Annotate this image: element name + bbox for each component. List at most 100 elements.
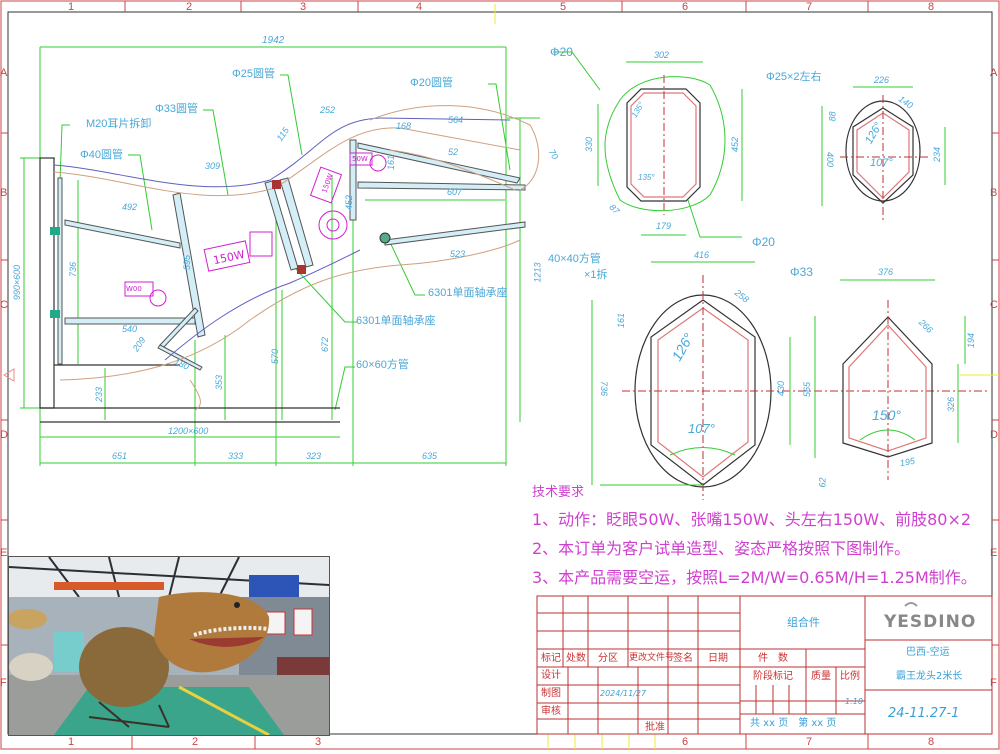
zone-col-2: 2 (186, 1, 193, 13)
tb-sheets: 共 xx 页 第 xx 页 (750, 718, 837, 729)
zone-col-4: 4 (416, 1, 423, 13)
tb-part-name: 组合件 (787, 616, 820, 629)
dim-990x600: 990×600 (12, 264, 23, 301)
tb-header-date: 日期 (708, 653, 728, 664)
s1-width-bottom: 179 (656, 221, 672, 231)
motor-limb-label: W00 (126, 285, 142, 293)
dim-168: 168 (396, 121, 412, 131)
label-bearing-lower: 6301单面轴承座 (356, 315, 436, 327)
dim-564: 564 (448, 115, 464, 125)
zone-row-f: F (0, 677, 7, 689)
dim-overall-length: 1942 (262, 35, 285, 46)
dim-452: 452 (344, 194, 355, 211)
s2-angle-bottom: 107° (870, 157, 893, 169)
label-tube-25: Φ25圆管 (232, 68, 276, 80)
s2-height: 400 (825, 151, 836, 168)
label-m20: M20耳片拆卸 (86, 118, 152, 130)
dim-492: 492 (122, 202, 138, 212)
zone-row-a: A (0, 67, 8, 79)
s2-side: 234 (932, 146, 943, 163)
s4-top: 194 (966, 332, 977, 349)
zone-col-1-bottom: 1 (68, 736, 75, 748)
tb-drawing-number: 24-11.27-1 (888, 706, 960, 721)
s4-tube: Φ33 (790, 265, 813, 279)
s1-angle-bottom: 135° (638, 173, 655, 182)
label-tube-33: Φ33圆管 (155, 103, 199, 115)
s4-width: 376 (878, 267, 894, 277)
dim-base-333: 333 (228, 451, 244, 461)
label-square-tube: 60×60方管 (356, 359, 409, 371)
dim-607: 607 (447, 187, 463, 197)
s1-tube-bottom: Φ20 (752, 235, 775, 249)
s3-angle-bottom: 107° (688, 421, 715, 436)
label-bearing-upper: 6301单面轴承座 (428, 287, 508, 299)
label-tube-40: Φ40圆管 (80, 149, 124, 161)
s2-width: 226 (874, 75, 890, 85)
zone-row-b: B (0, 187, 8, 199)
tb-role-review: 审核 (541, 706, 561, 717)
yesdino-logo: YESDINO (884, 612, 977, 632)
zone-col-3: 3 (300, 1, 307, 13)
zone-col-8-bottom: 8 (928, 736, 935, 748)
zone-col-1: 1 (68, 1, 75, 13)
s2-tube: Φ25×2左右 (766, 71, 822, 83)
zone-row-c: C (0, 299, 8, 311)
zone-col-8: 8 (928, 1, 935, 13)
zone-row-d-right: D (990, 429, 998, 441)
tb-header-zone: 分区 (598, 653, 618, 664)
dim-base-323: 323 (306, 451, 322, 461)
trex-photo-illustration (9, 557, 329, 735)
dim-base-651: 651 (112, 451, 128, 461)
s2-top: 88 (827, 111, 838, 122)
zone-row-d: D (0, 429, 8, 441)
tb-project-line-1: 巴西-空运 (906, 647, 950, 658)
s4-side: 326 (946, 396, 957, 413)
zone-row-a-right: A (990, 67, 998, 79)
dim-540: 540 (122, 324, 138, 334)
dim-570: 570 (270, 348, 281, 365)
tb-header-count: 处数 (566, 653, 586, 664)
s3-height: 736 (599, 380, 610, 397)
dim-52: 52 (448, 147, 459, 157)
tb-approve: 批准 (645, 722, 665, 733)
animatronic-trex-photo (8, 556, 330, 736)
zone-row-b-right: B (990, 187, 998, 199)
dim-309: 309 (205, 161, 221, 171)
requirements-title: 技术要求 (532, 485, 585, 500)
zone-col-7: 7 (806, 1, 813, 13)
tb-mass-label: 质量 (811, 671, 831, 682)
dim-736: 736 (68, 261, 79, 278)
s1-height-right: 452 (730, 136, 741, 153)
s1-height-left: 330 (584, 136, 595, 153)
dim-672: 672 (320, 336, 331, 353)
tb-role-draw: 制图 (541, 688, 561, 699)
zone-row-f-right: F (990, 677, 997, 689)
s3-tube: 40×40方管 (548, 253, 601, 265)
s3-tube-note: ×1拆 (584, 269, 608, 281)
tb-scale: 1:10 (845, 697, 863, 706)
requirement-3: 3、本产品需要空运，按照L=2M/W=0.65M/H=1.25M制作。 (532, 568, 977, 587)
dim-1200x600: 1200×600 (168, 426, 209, 436)
s3-width: 416 (694, 250, 710, 260)
s1-width-top: 302 (654, 50, 670, 60)
s4-angle: 150° (872, 407, 901, 423)
s4-height: 565 (802, 381, 813, 398)
dim-1213: 1213 (532, 262, 543, 283)
s3-side: 430 (776, 380, 787, 397)
zone-col-6-bottom: 6 (682, 736, 689, 748)
tb-date: 2024/11/27 (600, 689, 647, 698)
s4-offset: 62 (817, 477, 828, 488)
tb-header-change-doc: 更改文件号 (629, 653, 675, 663)
motor-eye-label: 50W (352, 155, 368, 163)
dim-353: 353 (214, 374, 225, 391)
zone-col-6: 6 (682, 1, 689, 13)
zone-col-7-bottom: 7 (806, 736, 813, 748)
tb-stage-label: 阶段标记 (753, 671, 793, 682)
dim-161: 161 (386, 154, 397, 171)
s3-top: 161 (616, 312, 627, 329)
requirement-2: 2、本订单为客户试单造型、姿态严格按照下图制作。 (532, 539, 911, 558)
tb-header-mark: 标记 (541, 653, 561, 664)
tb-count-label: 件 数 (758, 653, 788, 664)
dim-595: 595 (182, 254, 193, 271)
